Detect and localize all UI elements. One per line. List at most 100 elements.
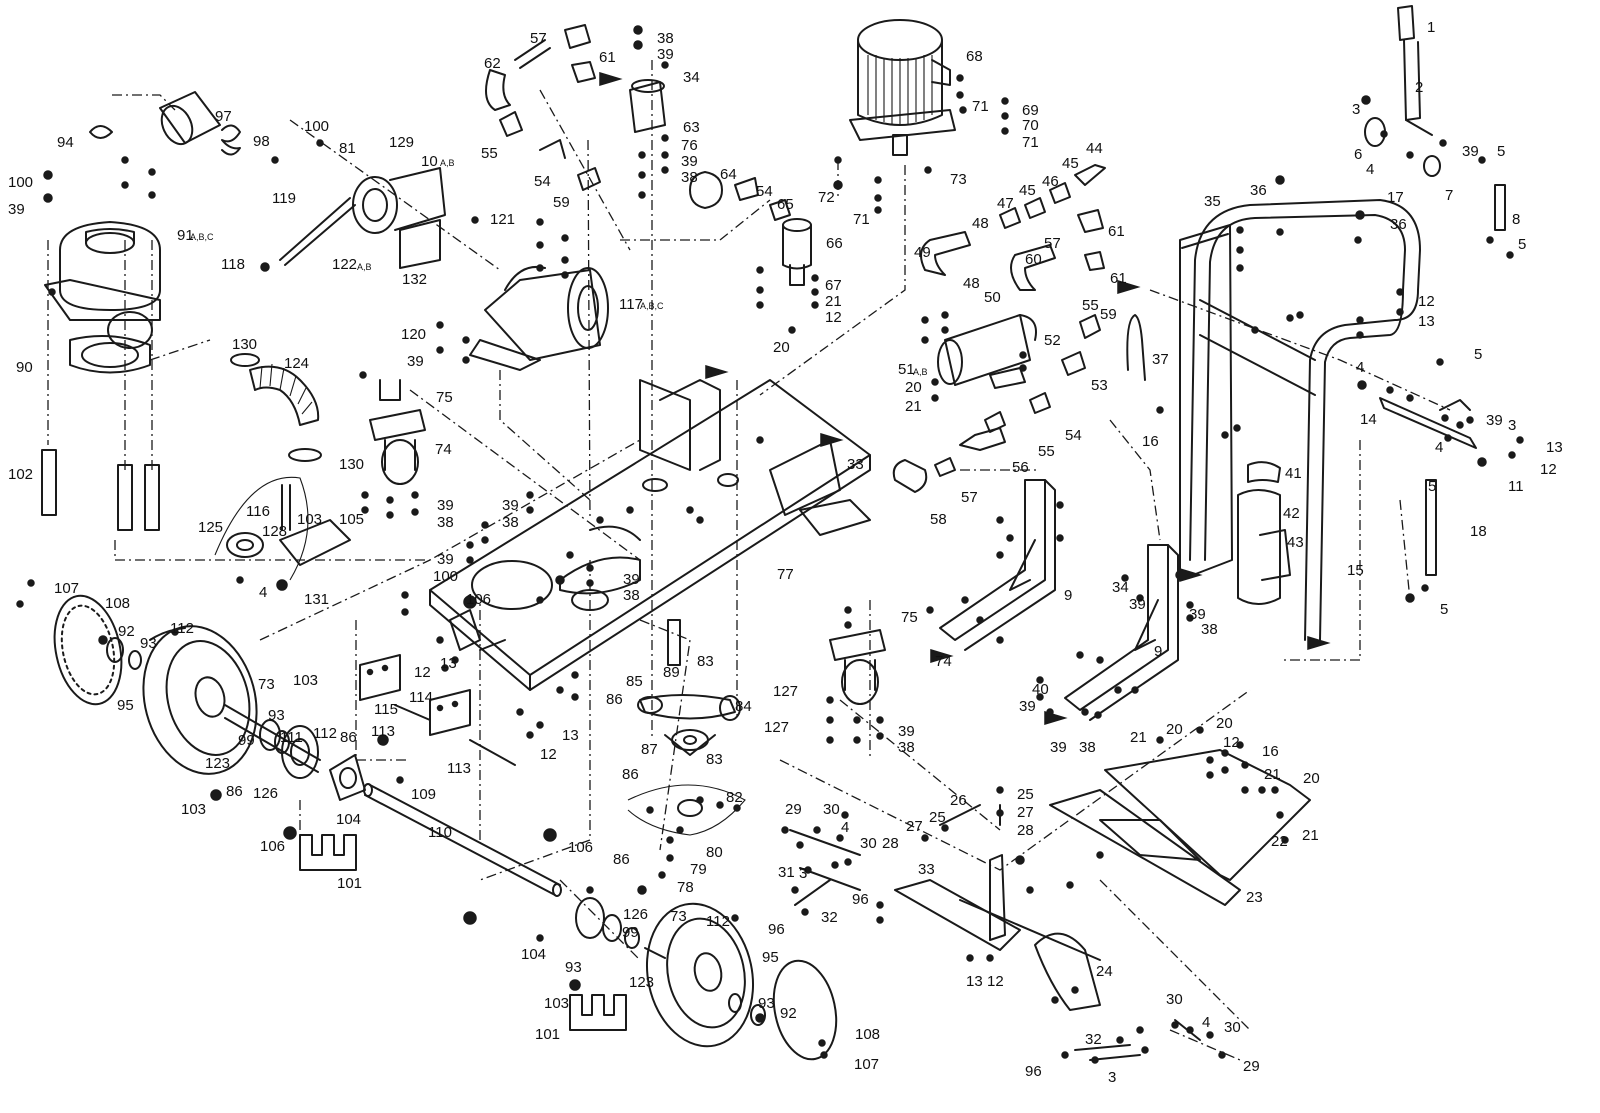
left-wheel-assembly bbox=[53, 594, 366, 801]
drive-motor bbox=[469, 266, 609, 371]
part-number-callout: 11 bbox=[1508, 478, 1524, 495]
part-number-callout: 57 bbox=[1044, 235, 1061, 252]
detergent-bottle bbox=[1237, 461, 1291, 605]
part-number-callout: 12 bbox=[1223, 734, 1240, 751]
solenoid-valve bbox=[937, 314, 1037, 389]
part-number-callout: 50 bbox=[984, 289, 1001, 306]
part-number-callout: 5 bbox=[1440, 601, 1448, 618]
part-number-callout: 72 bbox=[818, 189, 835, 206]
part-number-callout: 21 bbox=[1130, 729, 1147, 746]
part-number-callout: 75 bbox=[901, 609, 918, 626]
part-number-callout: 27 bbox=[1017, 804, 1034, 821]
chain-guards bbox=[299, 834, 627, 1031]
part-number-callout: 9 bbox=[1154, 643, 1162, 660]
part-number-callout: 38 bbox=[1079, 739, 1096, 756]
part-number-callout: 2 bbox=[1415, 79, 1423, 96]
part-number-callout: 5 bbox=[1518, 236, 1526, 253]
part-variant-suffix: A,B bbox=[357, 262, 372, 272]
part-number-callout: 13 bbox=[966, 973, 983, 990]
part-number-callout: 124 bbox=[284, 355, 309, 372]
part-number-callout: 15 bbox=[1347, 562, 1364, 579]
part-number-callout: 10 bbox=[421, 153, 438, 170]
part-number-callout: 44 bbox=[1086, 140, 1103, 157]
part-number-callout: 61 bbox=[1110, 270, 1127, 287]
part-number-callout: 55 bbox=[1082, 297, 1099, 314]
part-variant-suffix: A,B,C bbox=[640, 301, 664, 311]
part-number-callout: 83 bbox=[706, 751, 723, 768]
belt-drive bbox=[627, 619, 746, 836]
part-number-callout: 39 bbox=[437, 551, 454, 568]
part-number-callout: 112 bbox=[170, 620, 194, 637]
part-number-callout: 58 bbox=[930, 511, 947, 528]
part-number-callout: 39 bbox=[1050, 739, 1067, 756]
part-number-callout: 119 bbox=[272, 190, 296, 207]
part-number-callout: 93 bbox=[758, 995, 775, 1012]
fan-housing-assembly bbox=[44, 221, 161, 374]
part-number-callout: 80 bbox=[706, 844, 723, 861]
part-number-callout: 82 bbox=[726, 789, 743, 806]
drive-axle bbox=[363, 783, 562, 897]
assembly-centerlines bbox=[47, 60, 1451, 1061]
part-number-callout: 74 bbox=[435, 441, 452, 458]
part-number-callout: 39 bbox=[623, 571, 640, 588]
part-number-callout: 4 bbox=[1356, 359, 1364, 376]
part-number-callout: 128 bbox=[262, 523, 287, 540]
part-number-callout: 98 bbox=[253, 133, 270, 150]
part-number-callout: 38 bbox=[623, 587, 640, 604]
part-number-callout: 4 bbox=[1202, 1014, 1210, 1031]
part-number-callout: 100 bbox=[433, 568, 458, 585]
part-number-callout: 5 bbox=[1428, 478, 1436, 495]
arrowhead-icon bbox=[1117, 279, 1141, 295]
part-number-callout: 96 bbox=[1025, 1063, 1042, 1080]
vacuum-motor bbox=[849, 19, 956, 156]
part-number-callout: 87 bbox=[641, 741, 658, 758]
part-number-callout: 67 bbox=[825, 277, 842, 294]
part-number-callout: 52 bbox=[1044, 332, 1061, 349]
part-number-callout: 108 bbox=[855, 1026, 880, 1043]
part-number-callout: 110 bbox=[428, 824, 452, 841]
part-number-callout: 63 bbox=[683, 119, 700, 136]
part-number-callout: 106 bbox=[260, 838, 285, 855]
part-number-callout: 126 bbox=[253, 785, 278, 802]
part-number-callout: 13 bbox=[1418, 313, 1435, 330]
part-number-callout: 75 bbox=[436, 389, 453, 406]
part-number-callout: 3 bbox=[799, 865, 807, 882]
part-number-callout: 39 bbox=[1129, 596, 1146, 613]
part-number-callout: 39 bbox=[437, 497, 454, 514]
part-number-callout: 20 bbox=[905, 379, 922, 396]
part-number-callout: 97 bbox=[215, 108, 232, 125]
part-number-callout: 77 bbox=[777, 566, 794, 583]
mounting-pins bbox=[41, 449, 160, 531]
part-number-callout: 33 bbox=[847, 456, 864, 473]
squeegee-assembly bbox=[894, 749, 1311, 1011]
part-number-callout: 100 bbox=[8, 174, 33, 191]
part-number-callout: 123 bbox=[629, 974, 654, 991]
part-number-callout: 38 bbox=[437, 514, 454, 531]
part-number-callout: 25 bbox=[929, 809, 946, 826]
part-number-callout: 68 bbox=[966, 48, 983, 65]
part-number-callout: 96 bbox=[768, 921, 785, 938]
part-number-callout: 127 bbox=[764, 719, 789, 736]
part-number-callout: 29 bbox=[1243, 1058, 1260, 1075]
part-number-callout: 36 bbox=[1250, 182, 1267, 199]
part-number-callout: 12 bbox=[540, 746, 557, 763]
part-number-callout: 86 bbox=[340, 729, 357, 746]
part-number-callout: 20 bbox=[773, 339, 790, 356]
part-number-callout: 86 bbox=[613, 851, 630, 868]
arrowhead-icon bbox=[820, 432, 844, 448]
part-number-callout: 105 bbox=[339, 511, 364, 528]
part-number-callout: 92 bbox=[780, 1005, 797, 1022]
part-number-callout: 45 bbox=[1062, 155, 1079, 172]
part-number-callout: 125 bbox=[198, 519, 223, 536]
part-number-callout: 92 bbox=[118, 623, 135, 640]
part-number-callout: 24 bbox=[1096, 963, 1113, 980]
part-number-callout: 123 bbox=[205, 755, 230, 772]
part-number-callout: 70 bbox=[1022, 117, 1039, 134]
squeegee-hardware bbox=[789, 804, 1201, 1061]
part-number-callout: 57 bbox=[961, 489, 978, 506]
part-number-callout: 132 bbox=[402, 271, 427, 288]
part-number-callout: 118 bbox=[221, 256, 245, 273]
part-number-callout: 121 bbox=[490, 211, 515, 228]
part-number-callout: 59 bbox=[553, 194, 570, 211]
part-number-callout: 42 bbox=[1283, 505, 1300, 522]
